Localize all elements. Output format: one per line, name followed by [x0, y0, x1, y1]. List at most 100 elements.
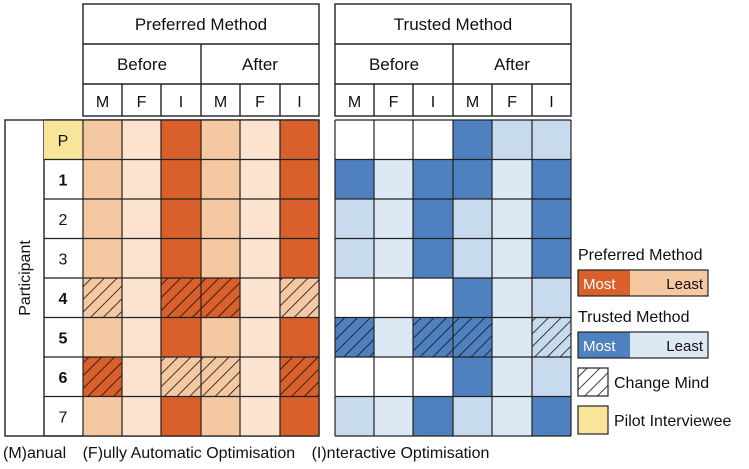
- preferred-cell-4-1: [122, 278, 161, 318]
- preferred-cell-1-5: [280, 159, 319, 199]
- column-header-i: I: [431, 94, 435, 111]
- column-header-m: M: [214, 94, 227, 111]
- trusted-cell-p-2: [413, 120, 453, 160]
- trusted-cell-3-0: [335, 238, 374, 278]
- trusted-after-header: After: [494, 55, 530, 74]
- column-header-f: F: [137, 94, 147, 111]
- participant-id-3: 3: [59, 251, 68, 268]
- preferred-cell-7-2: [161, 396, 201, 436]
- trusted-cell-p-5: [532, 120, 571, 160]
- change-mind-hatch: [453, 317, 492, 357]
- change-mind-hatch: [532, 317, 571, 357]
- footer-key: (M)anual (F)ully Automatic Optimisation …: [3, 445, 489, 462]
- preferred-cell-p-2: [161, 120, 201, 160]
- preferred-cell-7-3: [201, 396, 240, 436]
- preferred-method-header: Preferred Method: [135, 15, 267, 34]
- trusted-method-header: Trusted Method: [394, 15, 512, 34]
- trusted-cell-p-3: [453, 120, 492, 160]
- legend-change-mind-swatch: [577, 367, 609, 397]
- trusted-cell-7-1: [374, 396, 413, 436]
- footer-interactive-rest: nteractive Optimisation: [327, 445, 490, 462]
- trusted-cell-1-5: [532, 159, 571, 199]
- change-mind-hatch: [280, 278, 319, 318]
- trusted-cell-4-3: [453, 278, 492, 318]
- preferred-cell-5-5: [280, 317, 319, 357]
- trusted-cell-3-5: [532, 238, 571, 278]
- trusted-cell-2-1: [374, 199, 413, 239]
- preferred-cell-6-1: [122, 357, 161, 397]
- trusted-cell-3-2: [413, 238, 453, 278]
- participant-id-4: 4: [59, 291, 68, 308]
- column-header-i: I: [297, 94, 301, 111]
- trusted-cell-4-2: [413, 278, 453, 318]
- preferred-cell-2-3: [201, 199, 240, 239]
- trusted-cell-6-2: [413, 357, 453, 397]
- legend-trusted-most-label: Most: [583, 338, 616, 355]
- trusted-cell-6-0: [335, 357, 374, 397]
- preferred-cell-3-3: [201, 238, 240, 278]
- participant-id-1: 1: [59, 172, 68, 189]
- preferred-cell-3-4: [240, 238, 280, 278]
- footer-fully-rest: ully Automatic Optimisation: [103, 445, 295, 462]
- legend-trusted-frame: [577, 331, 709, 359]
- trusted-cell-1-2: [413, 159, 453, 199]
- preferred-cell-2-0: [83, 199, 122, 239]
- column-header-f: F: [389, 94, 399, 111]
- trusted-cell-1-3: [453, 159, 492, 199]
- preferred-cell-1-2: [161, 159, 201, 199]
- preferred-cell-3-0: [83, 238, 122, 278]
- trusted-cell-7-0: [335, 396, 374, 436]
- column-header-m: M: [348, 94, 361, 111]
- legend-change-mind-label: Change Mind: [614, 375, 709, 392]
- column-header-f: F: [255, 94, 265, 111]
- header-frames: [82, 3, 572, 117]
- legend-trusted-least-swatch: [630, 332, 708, 358]
- trusted-cell-4-0: [335, 278, 374, 318]
- preferred-cell-3-5: [280, 238, 319, 278]
- participant-id-p: P: [58, 133, 69, 150]
- heatmap-cells: [83, 120, 571, 436]
- preferred-cell-4-4: [240, 278, 280, 318]
- trusted-cell-4-1: [374, 278, 413, 318]
- change-mind-hatch: [83, 278, 122, 318]
- participant-id-6: 6: [59, 370, 68, 387]
- change-mind-hatch: [201, 357, 240, 397]
- trusted-cell-6-3: [453, 357, 492, 397]
- legend-pilot-label: Pilot Interviewee: [614, 413, 731, 430]
- preferred-cell-2-5: [280, 199, 319, 239]
- preferred-cell-1-0: [83, 159, 122, 199]
- legend-preferred-most-label: Most: [583, 276, 616, 293]
- preferred-cell-p-1: [122, 120, 161, 160]
- preferred-cell-p-5: [280, 120, 319, 160]
- preferred-cell-3-1: [122, 238, 161, 278]
- preferred-cell-3-2: [161, 238, 201, 278]
- heatmap-grid: [44, 119, 572, 437]
- preferred-cell-5-1: [122, 317, 161, 357]
- trusted-cell-p-0: [335, 120, 374, 160]
- trusted-cell-2-2: [413, 199, 453, 239]
- column-header-i: I: [179, 94, 183, 111]
- change-mind-hatch: [83, 357, 122, 397]
- legend-trusted-title: Trusted Method: [578, 309, 689, 326]
- trusted-cell-1-4: [492, 159, 532, 199]
- preferred-after-header: After: [242, 55, 278, 74]
- preferred-cell-p-0: [83, 120, 122, 160]
- preferred-cell-1-1: [122, 159, 161, 199]
- trusted-cell-3-1: [374, 238, 413, 278]
- trusted-cell-7-2: [413, 396, 453, 436]
- preferred-cell-5-3: [201, 317, 240, 357]
- trusted-before-header: Before: [369, 55, 419, 74]
- preferred-cell-7-1: [122, 396, 161, 436]
- preferred-cell-1-3: [201, 159, 240, 199]
- trusted-cell-3-3: [453, 238, 492, 278]
- trusted-cell-6-1: [374, 357, 413, 397]
- footer-manual-key: (M): [3, 445, 27, 462]
- trusted-cell-2-3: [453, 199, 492, 239]
- footer-interactive-key: (I): [312, 445, 327, 462]
- legend-preferred-most-swatch: [578, 270, 630, 296]
- trusted-cell-3-4: [492, 238, 532, 278]
- legend-preferred-frame: [577, 269, 709, 297]
- preferred-cell-7-4: [240, 396, 280, 436]
